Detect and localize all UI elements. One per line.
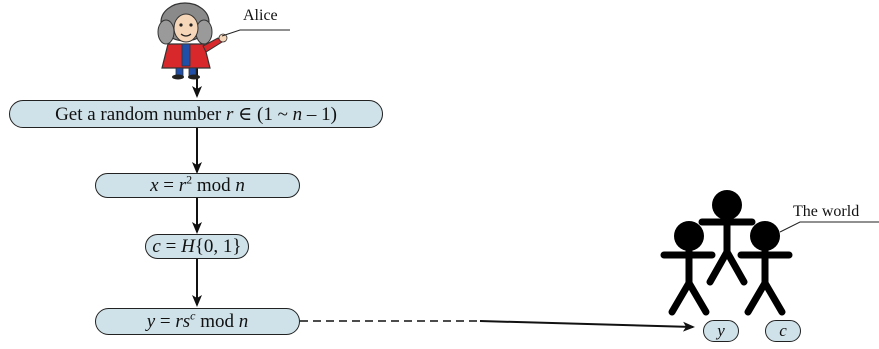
- step-response: y = rsc mod n: [95, 308, 300, 335]
- world-label: The world: [793, 203, 860, 220]
- step-challenge-text: c = H{0, 1}: [152, 235, 242, 257]
- output-c: c: [765, 320, 801, 342]
- output-c-text: c: [779, 321, 787, 340]
- alice-callout-line: [221, 29, 290, 37]
- step-challenge: c = H{0, 1}: [145, 234, 249, 259]
- step-random-number: Get a random number r ∈ (1 ~ n – 1): [9, 100, 383, 128]
- step-commitment-text: x = r2 mod n: [150, 172, 245, 196]
- alice-illustration: [157, 2, 228, 80]
- alice-label: Alice: [243, 7, 278, 24]
- step-response-text: y = rsc mod n: [146, 308, 249, 332]
- world-callout-line: [779, 221, 879, 233]
- step-random-number-text: Get a random number r ∈ (1 ~ n – 1): [55, 103, 337, 125]
- output-y: y: [703, 320, 739, 342]
- arrow-to-world: [479, 320, 695, 332]
- world-illustration: [660, 190, 793, 316]
- step-commitment: x = r2 mod n: [95, 173, 300, 198]
- output-y-text: y: [717, 321, 725, 340]
